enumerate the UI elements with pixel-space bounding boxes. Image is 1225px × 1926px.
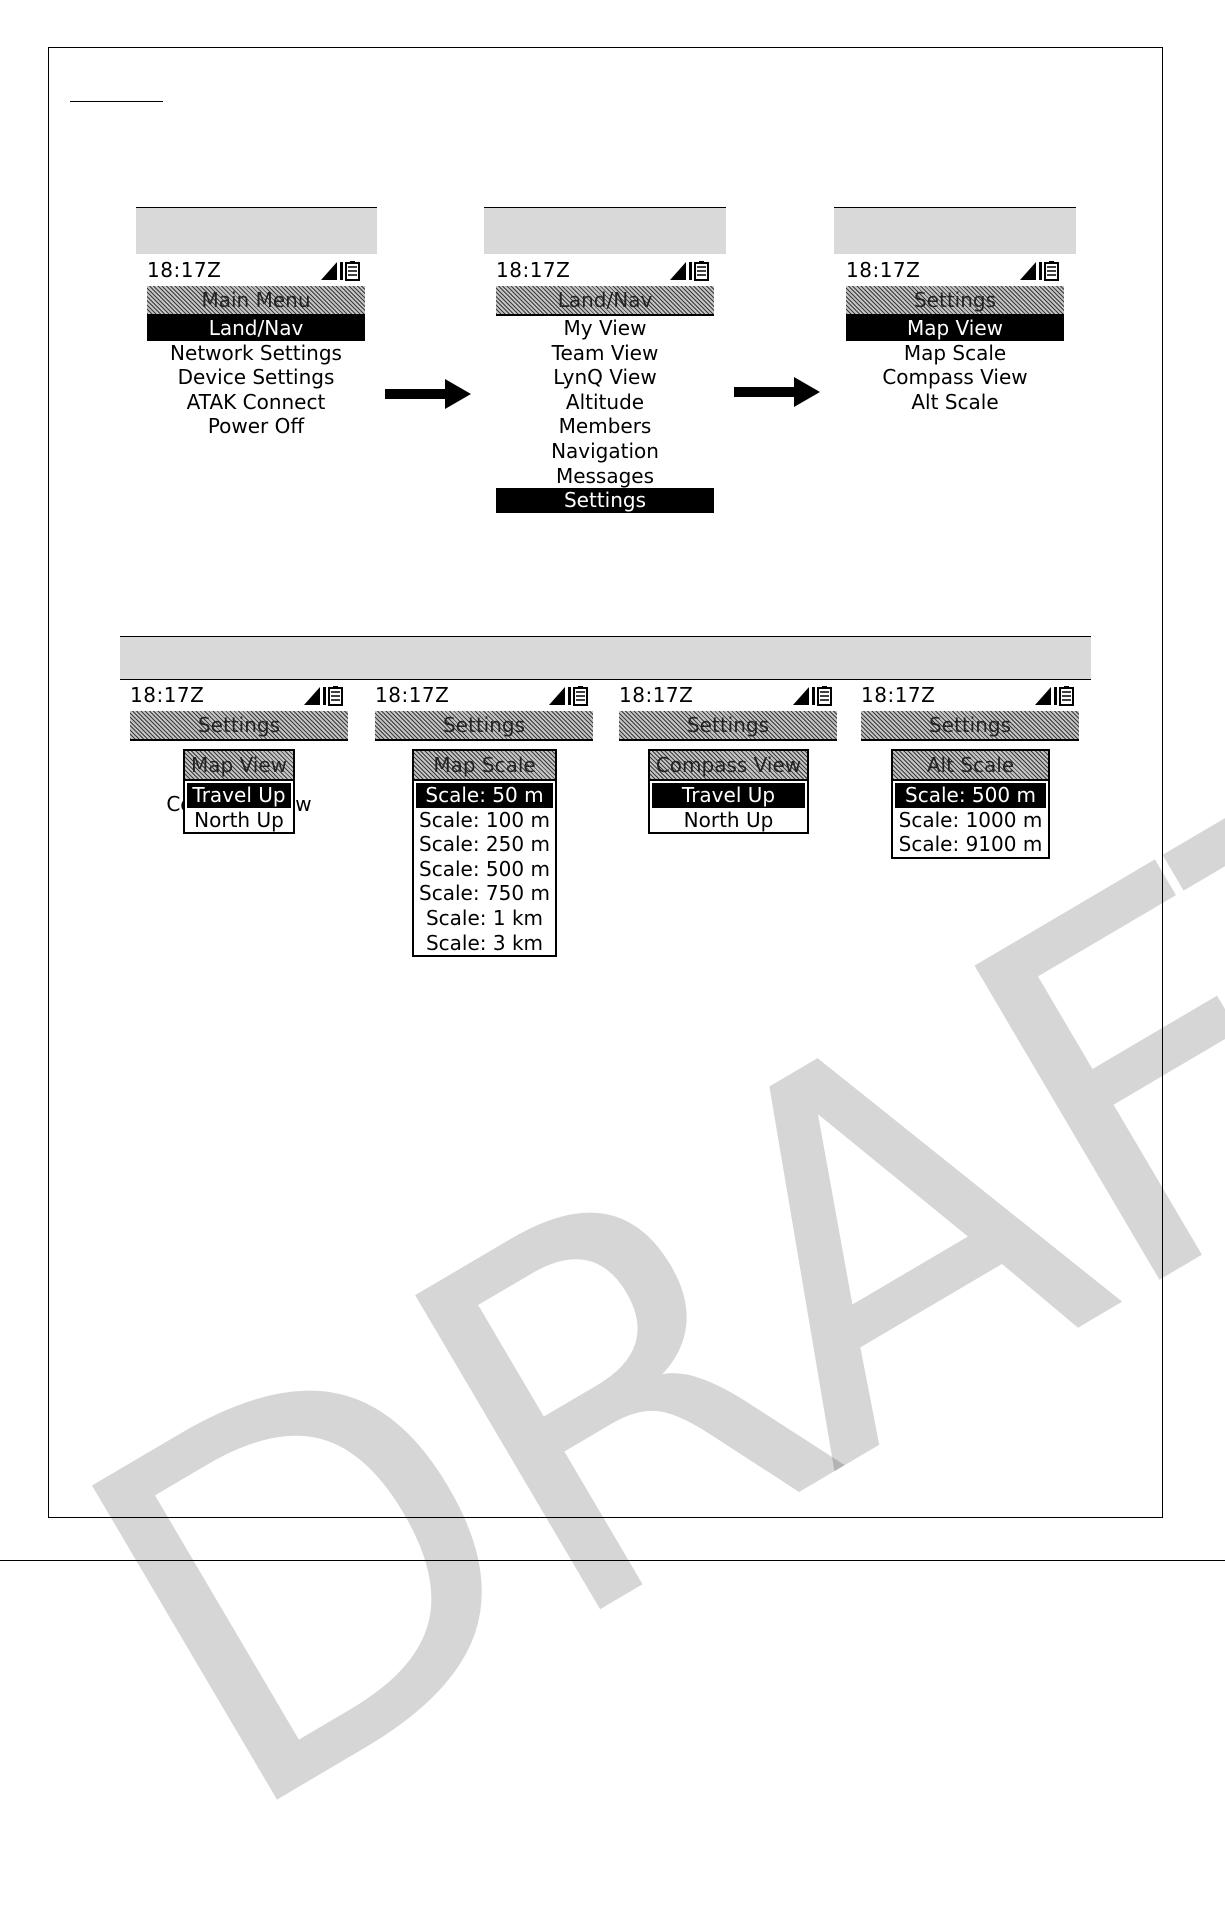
signal-battery-icon xyxy=(321,261,360,281)
caption-bar-land-nav xyxy=(484,207,726,254)
status-bar: 18:17Z xyxy=(130,683,348,709)
menu-item-atak-connect[interactable]: ATAK Connect xyxy=(186,389,326,414)
signal-battery-icon xyxy=(1035,686,1074,706)
screen-title: Settings xyxy=(130,711,348,741)
clock-text: 18:17Z xyxy=(861,683,936,707)
signal-battery-icon xyxy=(670,261,709,281)
footer-rule xyxy=(0,1560,1225,1561)
caption-bar-main-menu xyxy=(136,207,377,254)
status-bar: 18:17Z xyxy=(861,683,1079,709)
screen-title: Land/Nav xyxy=(496,286,714,316)
signal-battery-icon xyxy=(1020,261,1059,281)
menu-item-team-view[interactable]: Team View xyxy=(551,340,659,365)
status-bar: 18:17Z xyxy=(496,258,714,284)
screen-main-menu: 18:17Z Main Menu Land/Nav Network Settin… xyxy=(147,258,365,439)
option-scale-100m[interactable]: Scale: 100 m xyxy=(419,807,550,832)
option-north-up[interactable]: North Up xyxy=(194,807,284,832)
header-rule xyxy=(70,101,163,102)
status-bar: 18:17Z xyxy=(619,683,837,709)
clock-text: 18:17Z xyxy=(375,683,450,707)
menu-item-land-nav[interactable]: Land/Nav xyxy=(147,316,365,341)
option-travel-up[interactable]: Travel Up xyxy=(652,783,805,808)
clock-text: 18:17Z xyxy=(496,258,571,282)
screen-settings-map-view: 18:17Z Settings Compass View Map View Tr… xyxy=(130,683,348,835)
menu-item-messages[interactable]: Messages xyxy=(555,463,655,488)
menu-item-lynq-view[interactable]: LynQ View xyxy=(553,365,657,390)
status-bar: 18:17Z xyxy=(375,683,593,709)
menu-item-settings[interactable]: Settings xyxy=(496,488,714,513)
screen-title: Main Menu xyxy=(147,286,365,316)
popup-alt-scale: Alt Scale Scale: 500 m Scale: 1000 m Sca… xyxy=(891,749,1050,859)
option-scale-50m[interactable]: Scale: 50 m xyxy=(416,783,553,808)
option-scale-1000m[interactable]: Scale: 1000 m xyxy=(898,807,1043,832)
clock-text: 18:17Z xyxy=(147,258,222,282)
option-travel-up[interactable]: Travel Up xyxy=(187,783,291,808)
menu-item-altitude[interactable]: Altitude xyxy=(565,389,645,414)
screen-settings-map-scale: 18:17Z Settings Map Scale Scale: 50 m Sc… xyxy=(375,683,593,958)
caption-bar-settings xyxy=(834,207,1076,254)
menu-item-map-scale[interactable]: Map Scale xyxy=(903,340,1007,365)
screen-title: Settings xyxy=(619,711,837,741)
option-scale-250m[interactable]: Scale: 250 m xyxy=(419,832,550,857)
screen-title: Settings xyxy=(846,286,1064,316)
option-scale-1km[interactable]: Scale: 1 km xyxy=(425,905,544,930)
clock-text: 18:17Z xyxy=(130,683,205,707)
menu-item-power-off[interactable]: Power Off xyxy=(207,414,305,439)
screen-title: Settings xyxy=(375,711,593,741)
signal-battery-icon xyxy=(304,686,343,706)
screen-settings: 18:17Z Settings Map View Map Scale Compa… xyxy=(846,258,1064,414)
menu-item-alt-scale[interactable]: Alt Scale xyxy=(911,389,999,414)
screen-settings-alt-scale: 18:17Z Settings Alt Scale Scale: 500 m S… xyxy=(861,683,1079,859)
popup-title: Compass View xyxy=(650,751,807,781)
popup-map-view: Map View Travel Up North Up xyxy=(183,749,295,835)
caption-bar-settings-options xyxy=(120,636,1091,680)
menu-item-map-view[interactable]: Map View xyxy=(846,316,1064,341)
menu-item-network-settings[interactable]: Network Settings xyxy=(170,340,342,365)
popup-compass-view: Compass View Travel Up North Up xyxy=(648,749,809,835)
option-scale-9100m[interactable]: Scale: 9100 m xyxy=(898,832,1043,857)
status-bar: 18:17Z xyxy=(147,258,365,284)
menu-item-device-settings[interactable]: Device Settings xyxy=(177,365,335,390)
option-scale-3km[interactable]: Scale: 3 km xyxy=(425,930,544,955)
signal-battery-icon xyxy=(549,686,588,706)
menu-item-navigation[interactable]: Navigation xyxy=(551,438,659,463)
screen-land-nav: 18:17Z Land/Nav My View Team View LynQ V… xyxy=(496,258,714,513)
popup-title: Map Scale xyxy=(414,751,555,781)
right-arrow-icon xyxy=(734,377,820,407)
clock-text: 18:17Z xyxy=(846,258,921,282)
screen-settings-compass-view: 18:17Z Settings Compass View Travel Up N… xyxy=(619,683,837,835)
page-frame xyxy=(48,47,1163,1518)
status-bar: 18:17Z xyxy=(846,258,1064,284)
option-scale-500m[interactable]: Scale: 500 m xyxy=(895,783,1046,808)
menu-item-my-view[interactable]: My View xyxy=(563,316,647,340)
menu-item-compass-view[interactable]: Compass View xyxy=(882,365,1028,390)
popup-map-scale: Map Scale Scale: 50 m Scale: 100 m Scale… xyxy=(412,749,557,958)
menu-item-members[interactable]: Members xyxy=(558,414,652,439)
clock-text: 18:17Z xyxy=(619,683,694,707)
popup-title: Map View xyxy=(185,751,293,781)
screen-title: Settings xyxy=(861,711,1079,741)
signal-battery-icon xyxy=(793,686,832,706)
option-scale-500m[interactable]: Scale: 500 m xyxy=(419,856,550,881)
right-arrow-icon xyxy=(385,379,471,409)
popup-title: Alt Scale xyxy=(893,751,1048,781)
option-scale-750m[interactable]: Scale: 750 m xyxy=(419,881,550,906)
option-north-up[interactable]: North Up xyxy=(683,807,774,832)
